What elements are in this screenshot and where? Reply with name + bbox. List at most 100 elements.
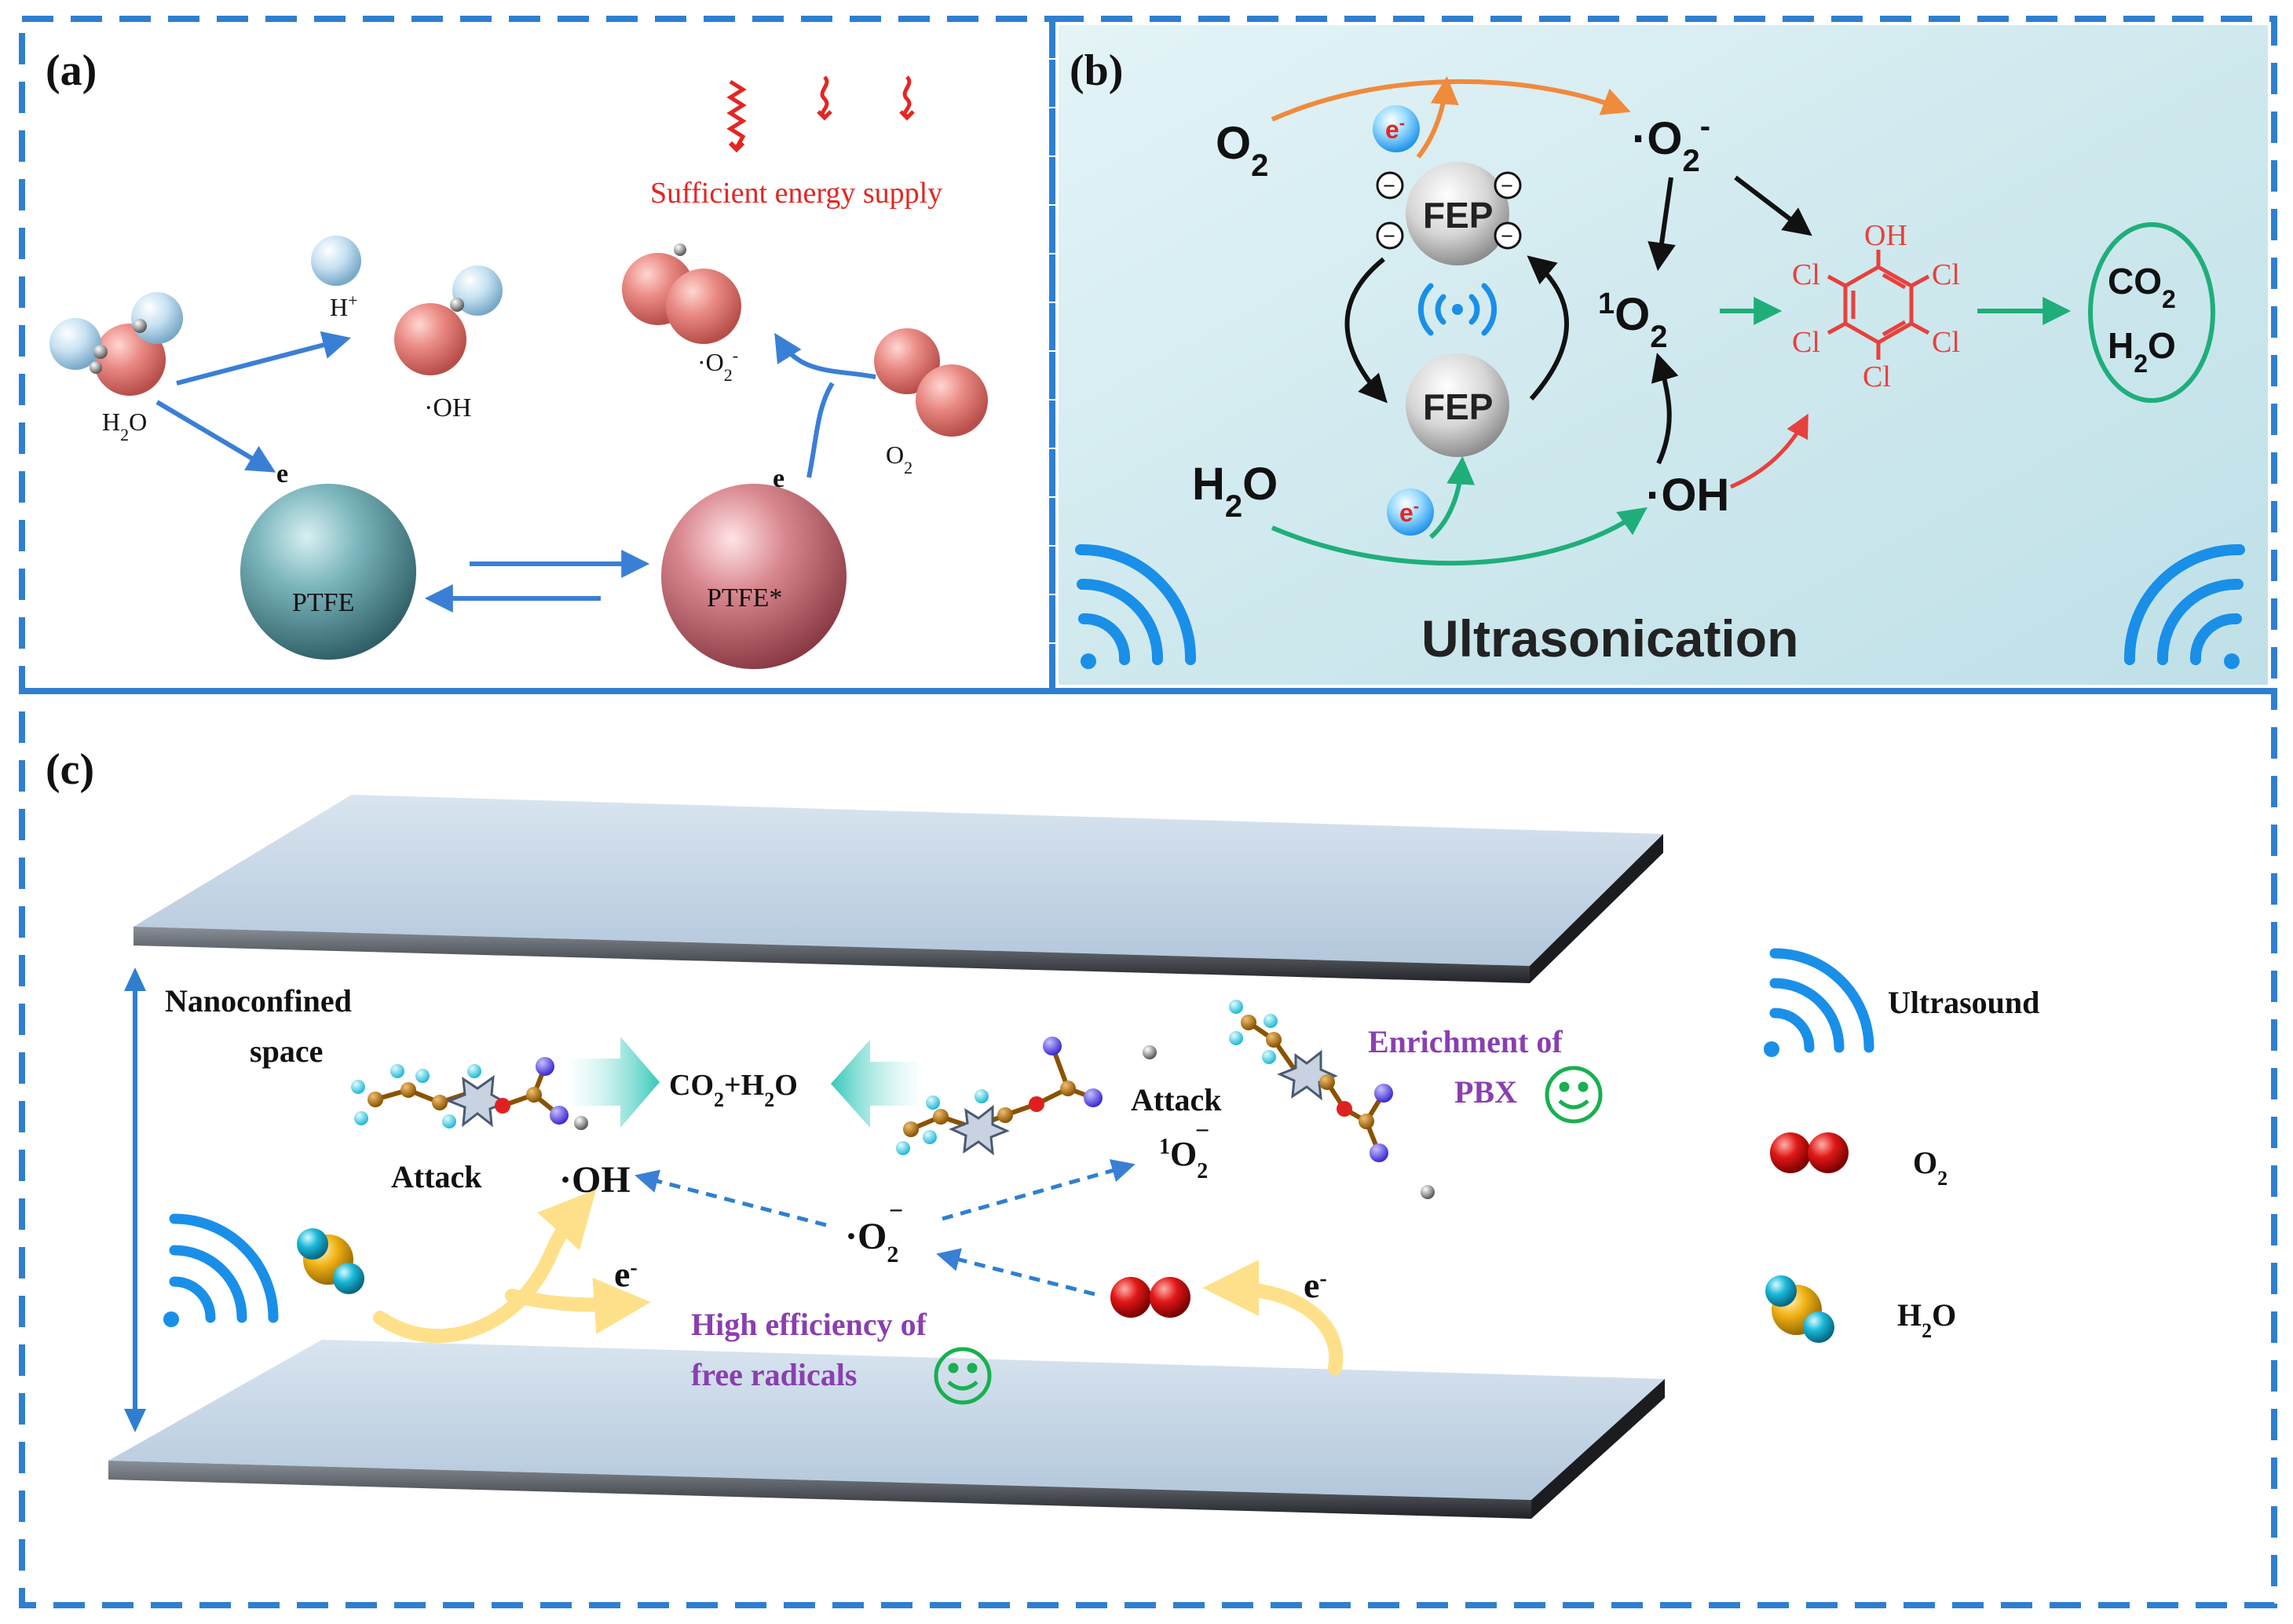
svg-text:Cl: Cl bbox=[1792, 326, 1820, 359]
svg-text:Cl: Cl bbox=[1932, 326, 1960, 359]
panel-c-label: (c) bbox=[46, 745, 94, 794]
panel-c-frame bbox=[19, 688, 2277, 1608]
ultrasound-icon-right bbox=[2123, 543, 2245, 669]
c-superoxide-label: ·O2 bbox=[845, 1216, 898, 1267]
negative-charge-signs: − − − − bbox=[1383, 174, 1513, 249]
svg-text:−: − bbox=[1383, 225, 1395, 249]
c-superoxide-overline: − bbox=[889, 1196, 903, 1224]
products-h2o: H2O bbox=[2108, 325, 2176, 378]
b-oxygen-label: O2 bbox=[1216, 118, 1268, 183]
c-singlet-oxygen-label: 1O2 bbox=[1159, 1135, 1208, 1183]
fep-sphere-top bbox=[1406, 162, 1509, 265]
chlorophenol-labels: OH Cl Cl Cl Cl Cl bbox=[1792, 219, 1960, 393]
electron-a1: e bbox=[276, 459, 288, 488]
c-ultrasound-icon bbox=[163, 1213, 279, 1327]
panel-b-green-arrows bbox=[1271, 297, 2072, 566]
proton-label: H+ bbox=[330, 291, 358, 322]
fep-bottom-label: FEP bbox=[1423, 386, 1493, 427]
efficiency-label-line1: High efficiency of bbox=[691, 1307, 927, 1342]
attack-left-label: Attack bbox=[391, 1159, 482, 1194]
c-water-molecule bbox=[297, 1228, 364, 1294]
svg-text:OH: OH bbox=[1864, 219, 1907, 252]
grey-dots bbox=[574, 1045, 1435, 1199]
energy-supply-label: Sufficient energy supply bbox=[650, 177, 942, 210]
ptfe-excited-sphere bbox=[661, 484, 847, 669]
b-hydroxyl-label: ·OH bbox=[1646, 470, 1729, 521]
superoxide-label: ·O2- bbox=[697, 346, 738, 385]
svg-text:−: − bbox=[1383, 174, 1395, 199]
svg-text:Cl: Cl bbox=[1792, 258, 1820, 291]
legend-ultrasound-label: Ultrasound bbox=[1888, 985, 2039, 1020]
electron-yellow-arrows bbox=[373, 1189, 1344, 1375]
c-electron-left: e- bbox=[614, 1254, 638, 1294]
b-singlet-oxygen-label: 1O2 bbox=[1598, 287, 1668, 354]
svg-text:−: − bbox=[1501, 174, 1513, 199]
c-singlet-oxygen-overline: − bbox=[1195, 1116, 1209, 1144]
panel-b-orange-arrows bbox=[1271, 75, 1631, 159]
legend-oxygen-label: O2 bbox=[1913, 1145, 1947, 1190]
chlorophenol-molecule bbox=[1827, 250, 1930, 360]
top-plate bbox=[133, 795, 1663, 983]
smiley-icon-bottom bbox=[934, 1347, 992, 1405]
svg-text:−: − bbox=[1501, 225, 1513, 249]
legend-water-icon bbox=[1765, 1275, 1834, 1343]
panel-b-frame bbox=[1049, 16, 2277, 694]
electron-b-bottom bbox=[1387, 488, 1434, 536]
fep-sphere-bottom bbox=[1406, 353, 1509, 457]
efficiency-label-line2: free radicals bbox=[691, 1357, 857, 1392]
c-products-label: CO2+H2O bbox=[669, 1069, 798, 1111]
electron-a2: e bbox=[773, 464, 784, 493]
products-co2: CO2 bbox=[2108, 261, 2176, 313]
water-label: H2O bbox=[102, 408, 147, 444]
svg-text:Cl: Cl bbox=[1932, 258, 1960, 291]
attack-right-label: Attack bbox=[1131, 1082, 1222, 1117]
electron-b-top bbox=[1373, 105, 1420, 152]
hydroxyl-label: ·OH bbox=[424, 393, 471, 422]
legend-oxygen-icon bbox=[1770, 1132, 1849, 1173]
panel-c: (c) Nanoconfined space CO2+H2O bbox=[46, 745, 2039, 1519]
ptfe-excited-label: PTFE* bbox=[707, 583, 782, 613]
bottom-plate bbox=[108, 1340, 1665, 1519]
panel-b-black-arrows bbox=[1344, 175, 1812, 465]
proton-atom bbox=[311, 236, 361, 286]
enrichment-label-line1: Enrichment of bbox=[1368, 1024, 1563, 1059]
ultrasonication-label: Ultrasonication bbox=[1421, 609, 1798, 668]
panel-b: (b) O2 H2O ·O2- 1O2 ·OH FEP FEP bbox=[1059, 25, 2268, 685]
b-superoxide-label: ·O2- bbox=[1632, 109, 1710, 178]
smiley-icon-top bbox=[1545, 1066, 1603, 1124]
oxygen-molecule bbox=[874, 328, 988, 437]
pbx-molecule-left bbox=[351, 1057, 569, 1128]
block-arrow-left bbox=[831, 1040, 919, 1128]
svg-text:Cl: Cl bbox=[1863, 360, 1891, 393]
electron-b-bottom-label: e- bbox=[1399, 496, 1419, 528]
panel-b-label: (b) bbox=[1070, 46, 1123, 95]
products-ellipse bbox=[2088, 222, 2215, 403]
ultrasound-icon-left bbox=[1075, 543, 1197, 669]
hydroxyl-molecule bbox=[394, 265, 503, 375]
ptfe-label: PTFE bbox=[292, 588, 354, 617]
ptfe-sphere bbox=[240, 484, 416, 660]
water-molecule bbox=[49, 292, 183, 396]
panel-a-arrows bbox=[155, 331, 876, 613]
enrichment-label-line2: PBX bbox=[1454, 1074, 1517, 1110]
fep-top-label: FEP bbox=[1423, 195, 1493, 236]
nanoconfined-label-line2: space bbox=[250, 1033, 323, 1069]
legend-water-label: H2O bbox=[1897, 1297, 1956, 1342]
panel-a: (a) Sufficient energy supply H2O bbox=[46, 46, 988, 669]
panel-a-label: (a) bbox=[46, 46, 97, 95]
radical-dashed-arrows bbox=[635, 1159, 1136, 1297]
oxygen-label: O2 bbox=[886, 441, 912, 477]
b-water-label: H2O bbox=[1192, 459, 1278, 524]
block-arrow-right bbox=[572, 1037, 660, 1128]
energy-arrows bbox=[726, 75, 915, 153]
c-hydroxyl-label: ·OH bbox=[559, 1159, 631, 1201]
nanoconfined-arrow bbox=[124, 967, 146, 1432]
electron-b-top-label: e- bbox=[1385, 113, 1405, 144]
legend: Ultrasound O2 H2O bbox=[1764, 948, 2039, 1343]
legend-ultrasound-icon bbox=[1764, 948, 1874, 1057]
c-oxygen-molecule bbox=[1110, 1277, 1190, 1318]
nanoconfined-label-line1: Nanoconfined bbox=[165, 983, 352, 1019]
panel-b-red-arrow bbox=[1730, 413, 1808, 489]
pbx-molecule-right bbox=[1229, 1000, 1393, 1162]
